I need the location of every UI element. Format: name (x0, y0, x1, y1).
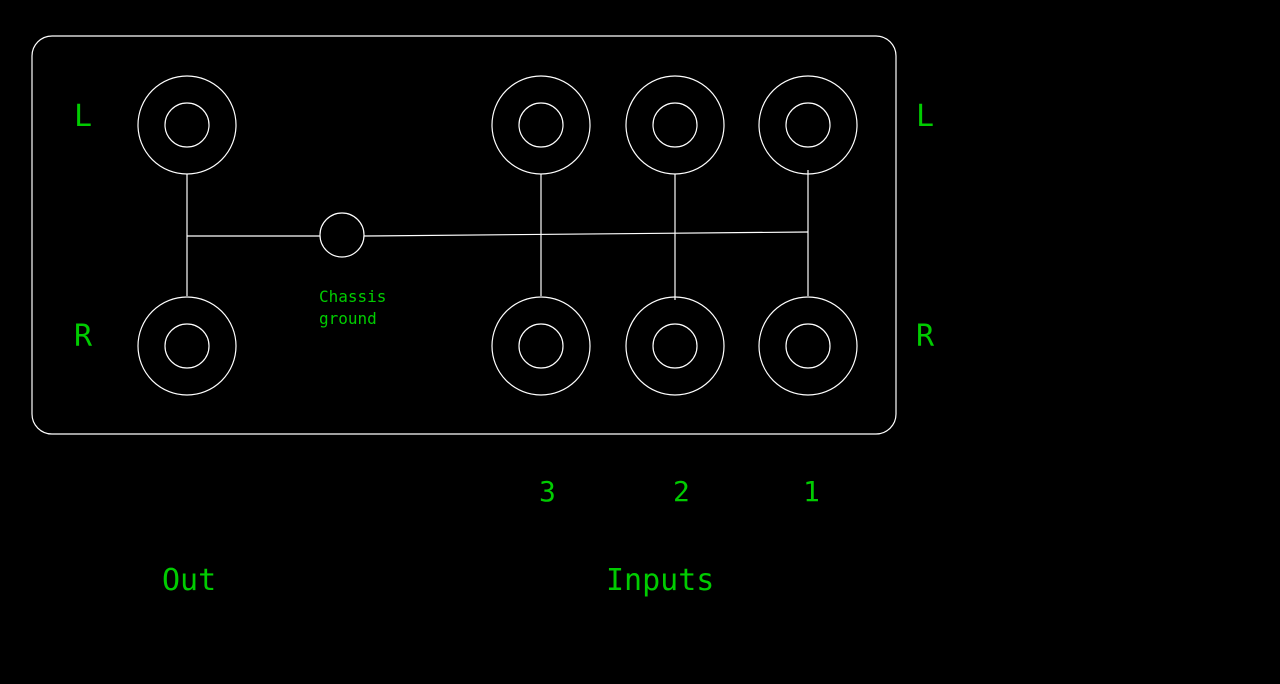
jack-out-left (137, 75, 237, 175)
jack-out-right (137, 296, 237, 396)
out-section-label: Out (162, 563, 216, 598)
right-channel-label-out: R (74, 319, 93, 354)
left-channel-label-out: L (74, 99, 92, 134)
inputs-section-label: Inputs (606, 563, 714, 598)
jack-input-3-right (491, 296, 591, 396)
right-channel-label-inputs: R (916, 319, 935, 354)
input-number-2: 2 (673, 475, 690, 508)
chassis-ground-point (319, 212, 365, 258)
jack-input-3-left (491, 75, 591, 175)
panel-outline (31, 35, 897, 435)
jack-input-1-left (758, 75, 858, 175)
ground-to-inputs-wire (363, 231, 809, 237)
input-number-3: 3 (539, 475, 556, 508)
input-number-1: 1 (803, 475, 820, 508)
ground-bus (186, 170, 809, 300)
chassis-ground-label-line1: Chassis (319, 287, 386, 306)
jack-input-2-right (625, 296, 725, 396)
jack-input-2-left (625, 75, 725, 175)
left-channel-label-inputs: L (916, 99, 934, 134)
jack-input-1-right (758, 296, 858, 396)
chassis-ground-label-line2: ground (319, 309, 377, 328)
